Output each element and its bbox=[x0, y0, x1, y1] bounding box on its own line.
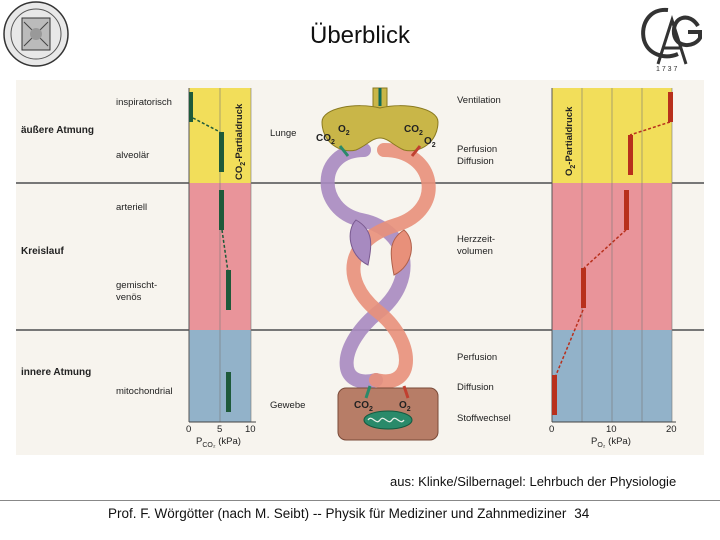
label-outer-respiration: äußere Atmung bbox=[21, 125, 94, 136]
page-number: 34 bbox=[574, 506, 590, 521]
label-co2-lung: CO2 bbox=[316, 133, 335, 146]
circulation-loop bbox=[320, 143, 436, 389]
label-o2-lung: O2 bbox=[338, 124, 350, 137]
label-mitochondrial: mitochondrial bbox=[116, 386, 173, 397]
o2-bar-mitochondrial bbox=[552, 375, 557, 415]
o2-tick-0: 0 bbox=[549, 424, 555, 435]
o2-bar-inspiratory bbox=[668, 92, 673, 122]
label-o2-lung-right: O2 bbox=[424, 136, 436, 149]
label-perfusion: Perfusion bbox=[457, 144, 498, 155]
co2-axis-label: PCO₂ (kPa) bbox=[196, 436, 241, 449]
label-mixed-venous-2: venös bbox=[116, 292, 142, 303]
heart-left bbox=[390, 229, 412, 276]
co2-bar-alveolar bbox=[219, 132, 224, 172]
o2-tick-10: 10 bbox=[606, 424, 617, 435]
o2-bar-alveolar bbox=[628, 135, 633, 175]
label-arterial: arteriell bbox=[116, 202, 148, 213]
o2-tick-20: 20 bbox=[666, 424, 677, 435]
label-ventilation: Ventilation bbox=[457, 95, 501, 106]
respiration-diagram: inspiratorisch äußere Atmung alveolär ar… bbox=[16, 80, 704, 455]
label-inner-respiration: innere Atmung bbox=[21, 367, 92, 378]
label-lung: Lunge bbox=[270, 128, 297, 139]
slide-title: Überblick bbox=[309, 22, 411, 49]
label-mixed-venous-1: gemischt- bbox=[116, 280, 158, 291]
co2-bar-mixed-venous bbox=[226, 270, 231, 310]
co2-bar-mitochondrial bbox=[226, 372, 231, 412]
label-diffusion: Diffusion bbox=[457, 156, 494, 167]
label-cardiac-output-2: volumen bbox=[457, 246, 493, 257]
georgia-augusta-logo: 1 7 3 7 bbox=[628, 2, 716, 78]
label-metabolism: Stoffwechsel bbox=[457, 413, 511, 424]
co2-bar-arterial bbox=[219, 190, 224, 230]
source-citation: aus: Klinke/Silbernagel: Lehrbuch der Ph… bbox=[390, 474, 677, 489]
co2-panel-title: CO2-Partialdruck bbox=[234, 103, 247, 180]
diagram-graphics bbox=[16, 87, 704, 441]
label-inspiratory: inspiratorisch bbox=[116, 97, 172, 108]
o2-axis-label: PO₂ (kPa) bbox=[591, 436, 631, 449]
label-co2-tissue: CO2 bbox=[354, 400, 373, 413]
footer-divider bbox=[0, 500, 720, 501]
slide-footer: Prof. F. Wörgötter (nach M. Seibt) -- Ph… bbox=[108, 506, 589, 521]
label-tissue: Gewebe bbox=[270, 400, 306, 411]
diffusion-arrows bbox=[338, 145, 422, 399]
label-alveolar: alveolär bbox=[116, 150, 150, 161]
label-diffusion-2: Diffusion bbox=[457, 382, 494, 393]
label-perfusion-2: Perfusion bbox=[457, 352, 498, 363]
label-circulation: Kreislauf bbox=[21, 246, 64, 257]
label-o2-tissue: O2 bbox=[399, 400, 411, 413]
o2-bar-arterial bbox=[624, 190, 629, 230]
university-seal-logo bbox=[3, 1, 69, 67]
lung-shape bbox=[321, 87, 439, 152]
tissue-block bbox=[337, 387, 439, 441]
heart-right bbox=[349, 219, 372, 266]
label-co2-lung-right: CO2 bbox=[404, 124, 423, 137]
label-cardiac-output-1: Herzzeit- bbox=[457, 234, 496, 245]
logo-year: 1 7 3 7 bbox=[656, 66, 678, 73]
co2-tick-5: 5 bbox=[217, 424, 223, 435]
o2-bar-mixed-venous bbox=[581, 268, 586, 308]
co2-tick-0: 0 bbox=[186, 424, 192, 435]
footer-text: Prof. F. Wörgötter (nach M. Seibt) -- Ph… bbox=[108, 506, 567, 521]
o2-panel-title: O2-Partialdruck bbox=[564, 106, 577, 176]
co2-bar-inspiratory bbox=[189, 92, 193, 122]
co2-tick-10: 10 bbox=[245, 424, 256, 435]
